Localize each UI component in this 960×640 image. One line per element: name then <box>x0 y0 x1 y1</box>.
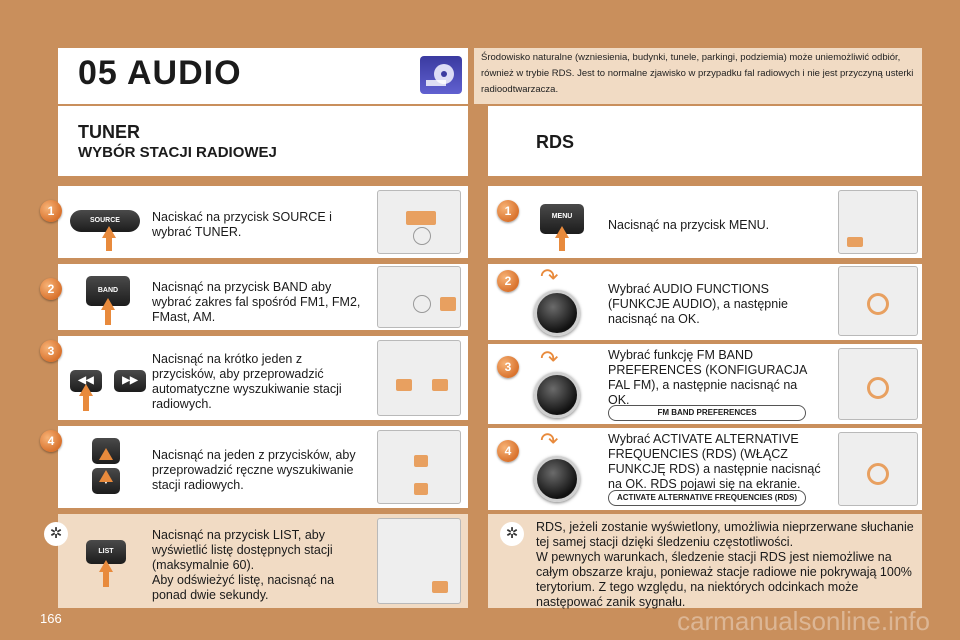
ok-knob[interactable] <box>534 290 580 336</box>
tuner-step-1-number: 1 <box>40 200 62 222</box>
tuner-title: TUNER <box>78 122 140 142</box>
tune-up-arrow-icon <box>99 448 113 460</box>
menu-arrow-stem <box>559 237 565 251</box>
source-arrow-stem <box>106 237 112 251</box>
ok-knob[interactable] <box>534 372 580 418</box>
radio-panel-image <box>377 518 461 604</box>
rds-step-2-text: Wybrać AUDIO FUNCTIONS (FUNKCJE AUDIO), … <box>608 282 788 326</box>
seek-arrow-stem <box>83 395 89 411</box>
fm-band-preferences-label: FM BAND PREFERENCES <box>608 405 806 421</box>
tuner-subtitle: WYBÓR STACJI RADIOWEJ <box>78 144 277 161</box>
tuner-step-3-text: Nacisnąć na krótko jeden z przycisków, a… <box>152 352 342 411</box>
tuner-step-4-number: 4 <box>40 430 62 452</box>
radio-panel-image <box>838 266 918 336</box>
activate-alternative-frequencies-label: ACTIVATE ALTERNATIVE FREQUENCIES (RDS) <box>608 490 806 506</box>
radio-panel-image <box>377 190 461 254</box>
tuner-step-3-number: 3 <box>40 340 62 362</box>
radio-panel-image <box>377 266 461 328</box>
rds-tip-text: RDS, jeżeli zostanie wyświetlony, umożli… <box>536 520 914 609</box>
seek-forward-button[interactable]: ▶▶ <box>114 370 146 392</box>
radio-panel-image <box>838 190 918 254</box>
tip-lightbulb-icon: ✲ <box>500 522 524 546</box>
radio-panel-image <box>838 432 918 506</box>
tune-down-arrow-icon <box>99 470 113 482</box>
radio-panel-image <box>838 348 918 420</box>
chapter-title-box <box>58 48 468 104</box>
rds-step-1-text: Nacisnąć na przycisk MENU. <box>608 218 770 232</box>
note-panel <box>474 48 922 104</box>
radio-panel-image <box>377 430 461 504</box>
rds-tip-panel <box>488 514 922 608</box>
menu-arrow-icon <box>555 226 569 238</box>
watermark: carmanualsonline.info <box>677 606 930 636</box>
audio-cd-icon <box>420 56 462 94</box>
tuner-step-4-text: Nacisnąć na jeden z przycisków, aby prze… <box>152 448 356 492</box>
list-arrow-icon <box>99 560 113 572</box>
rds-step-4-text: Wybrać ACTIVATE ALTERNATIVE FREQUENCIES … <box>608 432 821 491</box>
chapter-title: 05 AUDIO <box>78 54 242 92</box>
tuner-header-panel <box>58 106 468 176</box>
source-arrow-icon <box>102 226 116 238</box>
tuner-tip-text: Nacisnąć na przycisk LIST, aby wyświetli… <box>152 528 335 602</box>
rds-step-3-text: Wybrać funkcję FM BAND PREFERENCES (KONF… <box>608 348 807 407</box>
rds-title: RDS <box>536 132 575 152</box>
ok-knob[interactable] <box>534 456 580 502</box>
rds-step-3-number: 3 <box>497 356 519 378</box>
tuner-step-1-text: Naciskać na przycisk SOURCE i wybrać TUN… <box>152 210 332 239</box>
tuner-step-2-text: Nacisnąć na przycisk BAND aby wybrać zak… <box>152 280 361 324</box>
rds-step-1-number: 1 <box>497 200 519 222</box>
rds-step-4-number: 4 <box>497 440 519 462</box>
list-arrow-stem <box>103 571 109 587</box>
seek-back-button[interactable]: ◀◀ <box>70 370 102 392</box>
turn-arrow-icon: ↷ <box>540 346 559 371</box>
rds-header-panel <box>488 106 922 176</box>
tip-lightbulb-icon: ✲ <box>44 522 68 546</box>
tuner-step-2-number: 2 <box>40 278 62 300</box>
source-button[interactable]: SOURCE <box>70 210 140 232</box>
turn-arrow-icon: ↷ <box>540 264 559 289</box>
note-text: Środowisko naturalne (wzniesienia, budyn… <box>481 52 914 95</box>
band-arrow-icon <box>101 298 115 310</box>
radio-panel-image <box>377 340 461 416</box>
rds-step-2-number: 2 <box>497 270 519 292</box>
page-number: 166 <box>40 611 62 626</box>
seek-arrow-icon <box>79 384 93 396</box>
band-arrow-stem <box>105 309 111 325</box>
turn-arrow-icon: ↷ <box>540 428 559 453</box>
